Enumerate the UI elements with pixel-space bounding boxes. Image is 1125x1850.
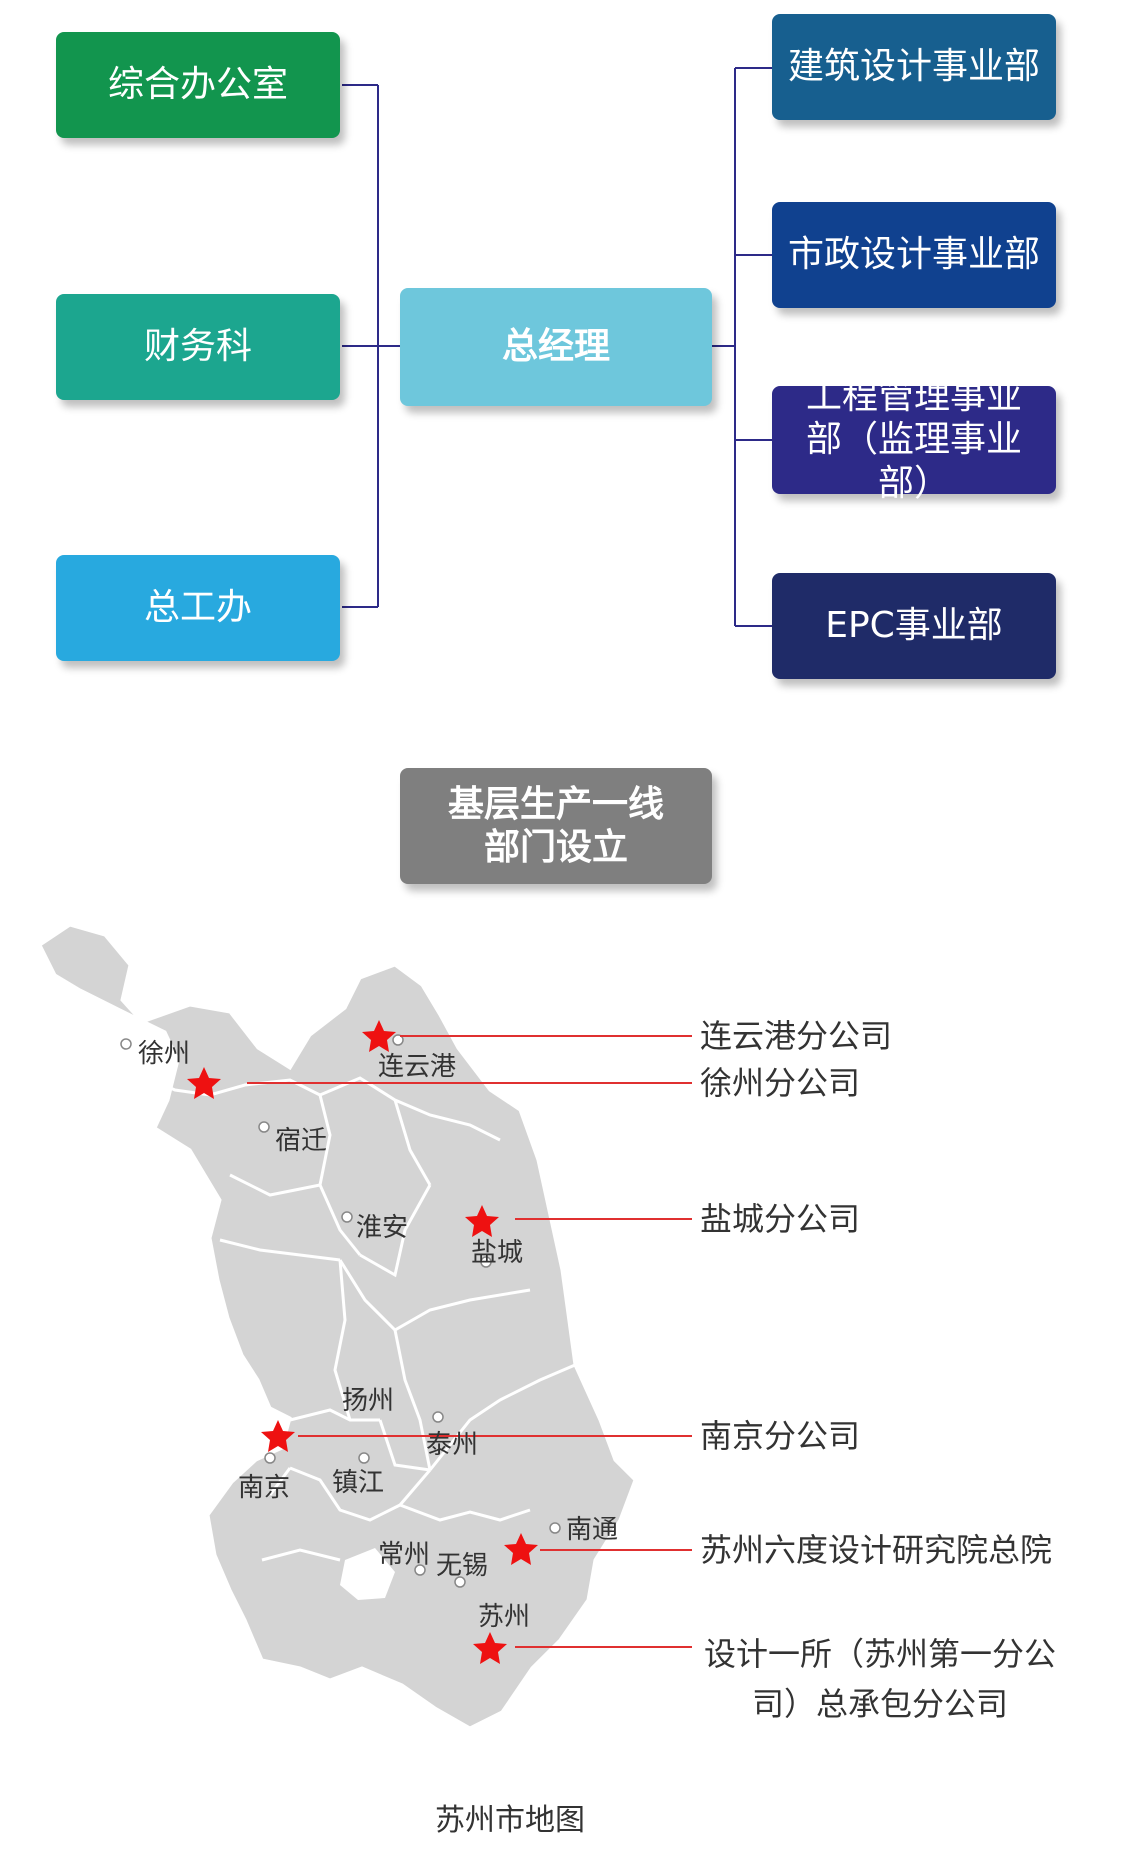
branch-label-xuzhou: 徐州分公司 <box>700 1064 861 1102</box>
org-box-label: 总经理 <box>501 326 610 368</box>
branch-label-nanjing: 南京分公司 <box>700 1417 861 1455</box>
org-box-label: 市政设计事业部 <box>787 234 1040 276</box>
org-box-label: 综合办公室 <box>107 64 288 106</box>
org-box-architecture-division: 建筑设计事业部 <box>772 14 1056 120</box>
org-box-label: 财务科 <box>143 326 252 368</box>
org-box-chief-engineer-office: 总工办 <box>56 555 340 661</box>
city-label-suqian: 宿迁 <box>275 1126 328 1156</box>
suzhou-headquarters-star-icon <box>504 1533 538 1565</box>
org-box-label: 工程管理事业部（监理事业部） <box>805 376 1022 504</box>
city-label-nantong: 南通 <box>566 1515 619 1545</box>
org-box-label: EPC事业部 <box>825 605 1003 647</box>
city-label-yancheng: 盐城 <box>471 1238 524 1268</box>
suzhou-first-branch-star-icon <box>473 1632 507 1664</box>
city-label-changzhou: 常州 <box>378 1540 431 1570</box>
city-label-yangzhou: 扬州 <box>342 1386 395 1416</box>
city-label-taizhou: 泰州 <box>426 1430 479 1460</box>
yancheng-branch-star-icon <box>465 1205 499 1237</box>
city-label-huaian: 淮安 <box>356 1213 409 1243</box>
xuzhou-branch-star-icon <box>187 1067 221 1099</box>
org-box-general-office: 综合办公室 <box>56 32 340 138</box>
branch-label-yancheng: 盐城分公司 <box>700 1200 861 1238</box>
org-connector-lines <box>342 67 772 627</box>
branch-label-suzhou-first-branch: 设计一所（苏州第一分公司）总承包分公司 <box>703 1635 1056 1723</box>
org-box-municipal-division: 市政设计事业部 <box>772 202 1056 308</box>
branch-label-suzhou-headquarters: 苏州六度设计研究院总院 <box>700 1531 1053 1569</box>
city-label-wuxi: 无锡 <box>436 1551 489 1581</box>
nanjing-branch-star-icon <box>261 1420 295 1452</box>
grassroots-label: 基层生产一线部门设立 <box>447 783 664 868</box>
city-label-zhenjiang: 镇江 <box>332 1468 385 1498</box>
grassroots-departments-box: 基层生产一线部门设立 <box>400 768 712 884</box>
city-label-nanjing: 南京 <box>238 1473 291 1503</box>
org-box-epc-division: EPC事业部 <box>772 573 1056 679</box>
branch-label-lianyungang: 连云港分公司 <box>700 1017 893 1055</box>
org-box-label: 总工办 <box>143 587 252 629</box>
org-box-finance: 财务科 <box>56 294 340 400</box>
city-label-xuzhou: 徐州 <box>138 1039 191 1069</box>
lianyungang-branch-star-icon <box>362 1020 396 1052</box>
map-caption: 苏州市地图 <box>435 1803 585 1838</box>
org-box-label: 建筑设计事业部 <box>787 46 1040 88</box>
city-label-lianyungang: 连云港 <box>378 1052 457 1082</box>
org-box-engineering-mgmt-division: 工程管理事业部（监理事业部） <box>772 376 1056 504</box>
city-label-suzhou: 苏州 <box>478 1602 531 1632</box>
org-box-general-manager: 总经理 <box>400 288 712 406</box>
province-shape <box>38 923 637 1730</box>
